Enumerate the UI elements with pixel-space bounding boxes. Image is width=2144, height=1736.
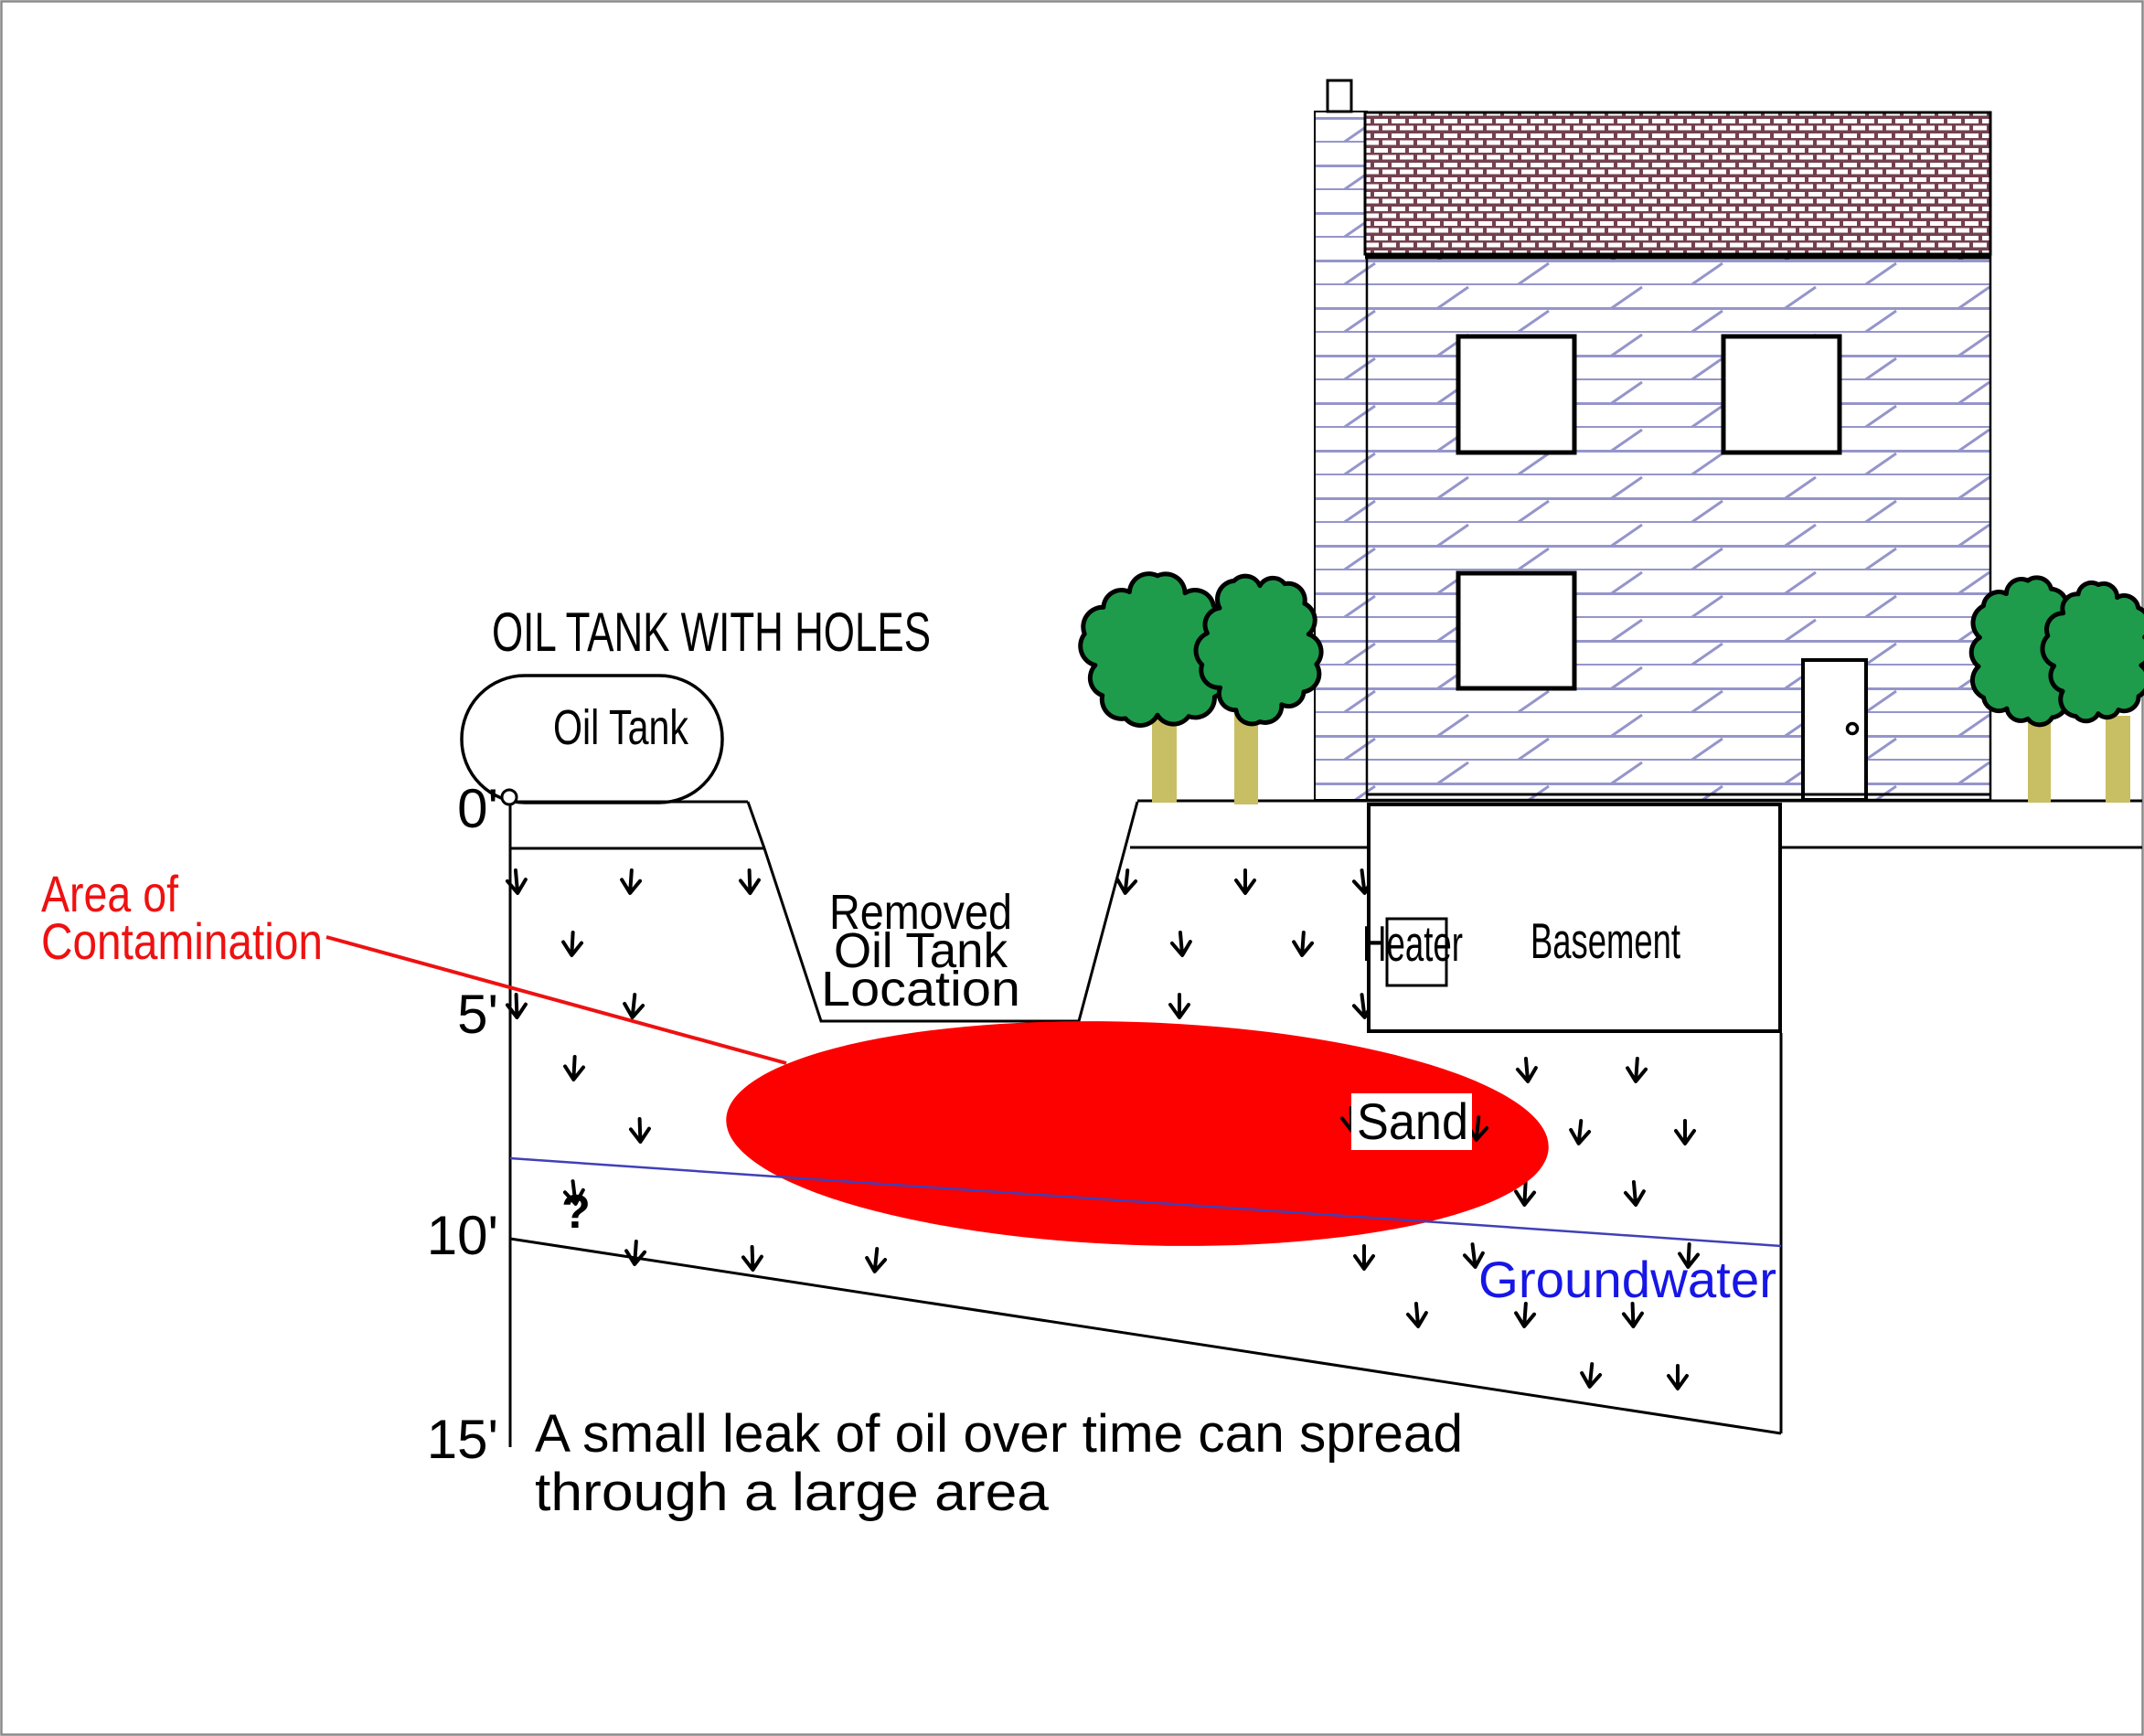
heater-box (1385, 917, 1448, 987)
down-arrow-icon (620, 868, 643, 895)
down-arrow-icon (1462, 1242, 1485, 1269)
down-arrow-icon (505, 993, 528, 1019)
removed-tank-pit (746, 801, 1139, 1023)
tank-fill-pipe (500, 788, 518, 806)
down-arrow-icon (1292, 931, 1315, 957)
down-arrow-icon (1569, 1119, 1592, 1145)
down-arrow-icon (865, 1247, 888, 1273)
diagram-title: OIL TANK WITH HOLES (492, 602, 931, 663)
oil-tank-label: Oil Tank (553, 700, 689, 755)
depth-tick-15: 15' (427, 1409, 498, 1470)
down-arrow-icon (1674, 1119, 1696, 1145)
down-arrow-icon (624, 1240, 647, 1266)
down-arrow-icon (741, 1245, 763, 1272)
tree-canopy (1193, 573, 1324, 727)
down-arrow-icon (1580, 1362, 1603, 1389)
groundwater-label: Groundwater (1478, 1251, 1776, 1308)
down-arrow-icon (738, 868, 761, 895)
sand-label-chip (1351, 1093, 1472, 1150)
pit-label-line3: Location (821, 962, 1020, 1017)
down-arrow-icon (1405, 1302, 1428, 1328)
down-arrow-icon (1115, 868, 1138, 895)
tree-trunk (2106, 716, 2130, 803)
down-arrow-icon (623, 993, 645, 1019)
depth-tick-10: 10' (427, 1205, 498, 1266)
house-side-column (1314, 111, 1368, 801)
tree-trunks (1152, 710, 2130, 804)
caption-line2: through a large area (535, 1463, 1050, 1522)
down-arrow-icon (1515, 1057, 1538, 1083)
pit-fill (748, 802, 1137, 1021)
upper-right-window (1721, 334, 1842, 455)
caption-line1: A small leak of oil over time can spread (535, 1404, 1463, 1464)
down-arrow-icon (1234, 868, 1256, 895)
contamination-label-line1: Area of (41, 865, 178, 922)
pit-outline (746, 801, 1139, 1023)
tree-canopies (1078, 571, 2144, 729)
groundwater-line (509, 1156, 1782, 1248)
contamination-leader-line (325, 935, 787, 1065)
contamination-label-line2: Contamination (41, 912, 323, 970)
depth-tick-5: 5' (457, 984, 498, 1045)
down-arrow-icon (505, 868, 528, 895)
lower-window (1456, 570, 1577, 691)
question-mark: ? (561, 1186, 591, 1239)
contamination-plume (726, 1021, 1549, 1246)
down-arrow-icon (628, 1117, 651, 1144)
pit-label-line2: Oil Tank (834, 923, 1008, 978)
heater-label: Heater (1362, 915, 1463, 972)
down-arrow-icon (1353, 1244, 1375, 1271)
depth-tick-0: 0' (457, 778, 498, 839)
down-arrow-icon (1667, 1364, 1689, 1390)
brick-roof-band (1363, 111, 1992, 256)
pit-label-line1: Removed (829, 885, 1012, 940)
down-arrow-icon (561, 931, 584, 957)
door-knob (1845, 721, 1860, 736)
down-arrow-icon (1623, 1180, 1646, 1207)
down-arrow-icon (1514, 1180, 1537, 1207)
house (1314, 79, 1992, 802)
tree-canopy (2040, 580, 2144, 724)
down-arrow-icon (562, 1179, 585, 1206)
sand-bottom-slope (509, 1237, 1782, 1435)
basement: Heater Basement (1362, 803, 1782, 1033)
down-arrow-icon (1626, 1057, 1648, 1083)
down-arrow-icon (1678, 1242, 1701, 1269)
down-arrow-icon (1514, 1302, 1537, 1328)
down-arrow-icon (1168, 993, 1190, 1019)
basement-label: Basement (1531, 912, 1680, 969)
upper-left-window (1456, 334, 1577, 455)
depth-scale: 0' 5' 10' 15' (427, 778, 498, 1470)
sand-label: Sand (1357, 1092, 1468, 1150)
tree-trunk (2028, 713, 2051, 803)
soil-arrows (505, 868, 1701, 1390)
down-arrow-icon (1621, 1302, 1644, 1328)
chimney-cap (1326, 79, 1353, 113)
tree-trunk (1234, 713, 1258, 804)
down-arrow-icon (1169, 931, 1192, 957)
down-arrow-icon (563, 1055, 586, 1081)
